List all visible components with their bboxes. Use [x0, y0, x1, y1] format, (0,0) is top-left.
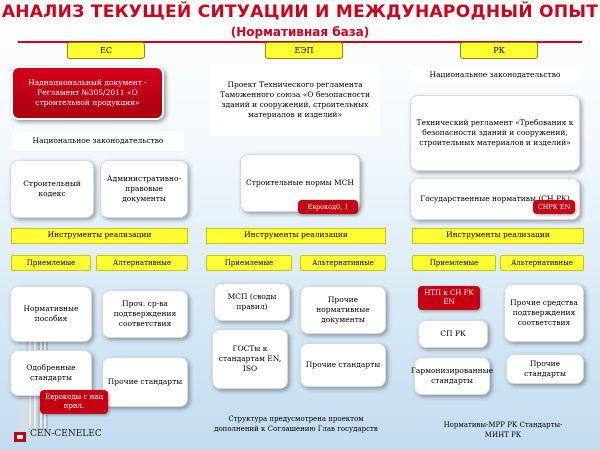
rk-national-law-text: Национальное законодательство [429, 70, 561, 79]
eep-tech-regulation-text: Проект Технического регламента Таможенно… [220, 80, 370, 119]
es-supranational-document-text: Наднациональный документ - Регламент №30… [28, 78, 147, 107]
rk-national-law: Национальное законодательство [410, 66, 580, 84]
es-national-law: Национальное законодательство [12, 131, 184, 151]
page-title: АНАЛИЗ ТЕКУЩЕЙ СИТУАЦИИ И МЕЖДУНАРОДНЫЙ … [1, 2, 599, 22]
column-header-eep: ЕЭП [265, 42, 343, 59]
es-supranational-document: Наднациональный документ - Регламент №30… [11, 66, 164, 120]
rk-alternative-text: Альтернативные [511, 259, 573, 267]
rk-ntp-badge: НТП к СН РК EN [418, 286, 480, 310]
column-header-es: ЕС [67, 42, 145, 59]
es-alternative-tag: Алтернативные [96, 255, 188, 271]
rk-acceptable-tag: Приемлемые [412, 255, 496, 271]
rk-alternative-tag: Альтернативные [500, 255, 584, 271]
eep-footer-note: Структура предусмотрена проектом дополне… [214, 415, 378, 433]
eep-instruments-text: Инструменты реализации [244, 230, 348, 239]
rk-other-means-text: Прочие средства подтверждения соответств… [510, 298, 578, 327]
es-instruments-bar: Инструменты реализации [11, 228, 188, 244]
eep-other-standards: Прочие стандарты [300, 343, 386, 387]
es-acceptable-tag: Приемлемые [11, 255, 91, 271]
es-approved-standards: Одобренные стандарты [10, 350, 92, 396]
es-instruments-text: Инструменты реализации [47, 230, 152, 239]
rk-sp-rk: СП РК [418, 320, 488, 348]
eep-msp-text: МСП (своды правил) [227, 292, 277, 311]
rk-other-means: Прочие средства подтверждения соответств… [504, 284, 584, 342]
rk-tech-regulation: Технический регламент «Требования к безо… [410, 95, 580, 171]
rk-state-norms-text: Государственные нормативы (СН РК) [420, 194, 570, 203]
es-other-means: Проч. ср-ва подтверждения соответствия [102, 290, 188, 338]
rk-harmonized-text: Гармонизированные стандарты [410, 366, 494, 385]
eep-acceptable-text: Приемлемые [224, 259, 274, 267]
es-eurocodes-badge: Еврокоды с нац прил. [40, 390, 108, 414]
rk-snrk-badge: СНРК EN [533, 200, 575, 214]
eep-acceptable-tag: Приемлемые [206, 255, 292, 271]
eep-gosts-text: ГОСТы к стандартам EN, ISO [218, 344, 282, 373]
es-admin-docs: Административно-правовые документы [100, 160, 188, 218]
es-approved-standards-text: Одобренные стандарты [26, 363, 76, 382]
es-building-code-text: Строительный кодекс [23, 179, 81, 198]
es-eurocodes-badge-text: Еврокоды с нац прил. [45, 393, 103, 410]
eep-other-docs-text: Прочие нормативные документы [316, 295, 370, 324]
es-guides-text: Нормативные пособия [23, 304, 79, 323]
rk-instruments-bar: Инструменты реализации [412, 228, 584, 244]
eep-other-standards-text: Прочие стандарты [305, 360, 381, 369]
eep-other-docs: Прочие нормативные документы [300, 286, 386, 334]
cen-cenelec-label: CEN-CENELEC [30, 429, 102, 439]
rk-sp-rk-text: СП РК [440, 329, 466, 338]
rk-tech-regulation-text: Технический регламент «Требования к безо… [416, 118, 574, 147]
es-other-standards-text: Прочие стандарты [107, 377, 183, 386]
cen-logo-icon [14, 432, 26, 442]
es-acceptable-text: Приемлемые [26, 259, 76, 267]
eep-instruments-bar: Инструменты реализации [206, 228, 386, 244]
column-header-rk: РК [460, 42, 538, 59]
page-subtitle: (Нормативная база) [230, 25, 370, 39]
eep-msn-text: Строительные нормы МСН [246, 178, 354, 187]
es-building-code: Строительный кодекс [10, 160, 94, 218]
rk-harmonized: Гармонизированные стандарты [410, 357, 494, 395]
rk-instruments-text: Инструменты реализации [446, 230, 550, 239]
es-other-means-text: Проч. ср-ва подтверждения соответствия [113, 299, 177, 328]
es-admin-docs-text: Административно-правовые документы [106, 174, 182, 203]
es-alternative-text: Алтернативные [113, 259, 171, 267]
eep-eurocode-badge-text: Еврокод0, 1 [307, 203, 349, 211]
eep-tech-regulation: Проект Технического регламента Таможенно… [210, 64, 380, 136]
rk-other-standards-text: Прочие стандарты [524, 359, 566, 378]
rk-snrk-badge-text: СНРК EN [537, 203, 571, 211]
eep-alternative-tag: Альтернативные [300, 255, 386, 271]
es-other-standards: Прочие стандарты [102, 357, 188, 407]
es-guides: Нормативные пособия [10, 286, 92, 342]
eep-msp: МСП (своды правил) [214, 283, 290, 321]
rk-ntp-badge-text: НТП к СН РК EN [424, 289, 474, 306]
rk-other-standards: Прочие стандарты [506, 354, 584, 384]
es-national-law-text: Национальное законодательство [32, 136, 164, 145]
rk-acceptable-text: Приемлемые [429, 259, 479, 267]
eep-eurocode-badge: Еврокод0, 1 [298, 200, 358, 214]
eep-gosts: ГОСТы к стандартам EN, ISO [212, 329, 288, 389]
eep-alternative-text: Альтернативные [312, 259, 374, 267]
rk-footer-note: Нормативы-МРР РК Стандарты-МИНТ РК [443, 421, 563, 439]
